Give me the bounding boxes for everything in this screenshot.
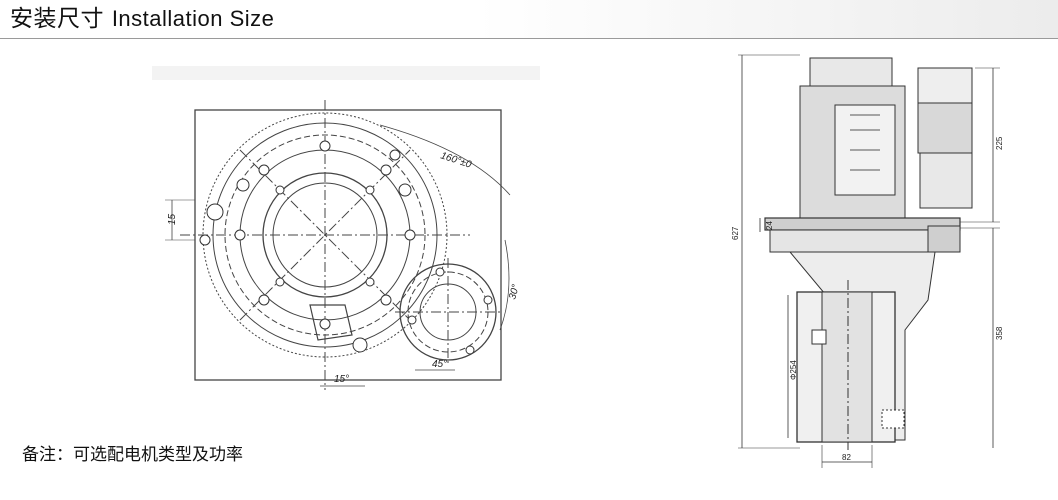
section-header: 安装尺寸 Installation Size	[0, 0, 1058, 39]
dim-15-vertical: 15	[167, 213, 178, 225]
dim-45-deg: 45°	[432, 359, 447, 370]
dim-24: 24	[765, 221, 774, 230]
title-english: Installation Size	[111, 6, 275, 31]
title-chinese: 安装尺寸	[10, 6, 104, 32]
dim-627: 627	[731, 226, 740, 240]
dim-82: 82	[842, 453, 851, 462]
section-title: 安装尺寸 Installation Size	[10, 4, 274, 34]
dim-358: 358	[995, 326, 1004, 340]
dim-30-deg: 30°	[507, 283, 522, 300]
dim-15-deg: 15°	[334, 374, 349, 385]
dim-wheel-diameter: Φ254	[789, 360, 798, 380]
dim-225: 225	[995, 136, 1004, 150]
remark-note: 备注：可选配电机类型及功率	[22, 445, 243, 465]
